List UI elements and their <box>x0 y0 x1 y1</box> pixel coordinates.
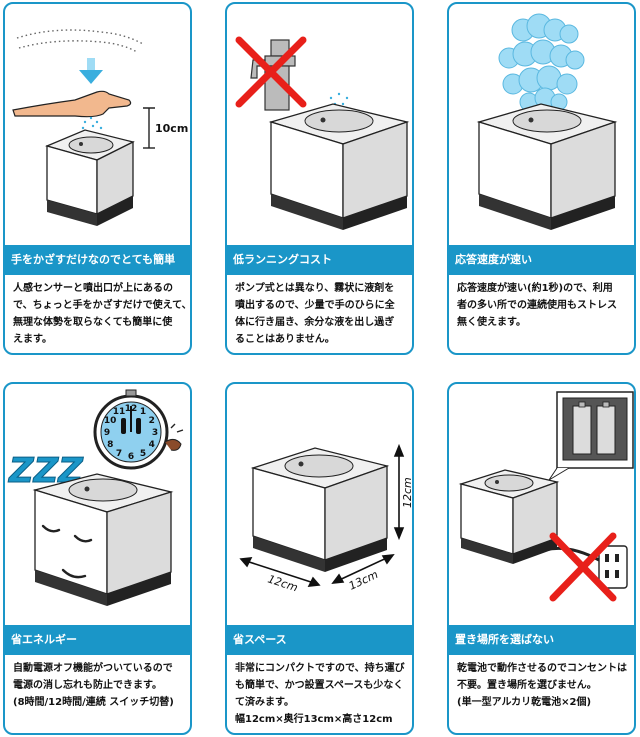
clock-number: 1 <box>140 407 146 417</box>
dispenser-device <box>45 129 135 226</box>
depth-label: 13cm <box>347 568 380 593</box>
hand-sensor-illustration: 10cm <box>12 29 188 226</box>
panel-easy-use: 10cm 手をかざすだけなのでとても簡単 人感センサーと噴出口が上にあるの で、… <box>3 2 192 355</box>
panel-title: 省エネルギー <box>5 625 190 655</box>
panel-description: 人感センサーと噴出口が上にあるの で、ちょっと手をかざすだけで使えて、 無理な体… <box>13 283 192 345</box>
width-label: 12cm <box>266 572 299 594</box>
panel-low-cost: 低ランニングコスト ポンプ式とは異なり、霧状に液剤を 噴出するので、少量で手のひ… <box>225 2 414 355</box>
dimension-arrows <box>239 443 405 587</box>
height-dimension <box>143 107 155 149</box>
sleeping-face <box>41 524 93 579</box>
down-arrow-icon <box>79 58 103 84</box>
panel-title: 省スペース <box>227 625 412 655</box>
dispenser-device <box>458 469 560 564</box>
clock-number: 3 <box>152 428 158 438</box>
dispenser-device <box>476 103 618 230</box>
dispenser-device <box>268 103 410 230</box>
mist-cloud-illustration <box>476 13 618 230</box>
clock-number: 4 <box>149 440 155 450</box>
panel-title: 応答速度が速い <box>449 245 634 275</box>
dispenser-device <box>32 473 174 606</box>
clock-number: 5 <box>140 449 146 459</box>
height-label: 12cm <box>401 477 412 508</box>
cross-icon <box>549 532 617 602</box>
cross-icon <box>235 36 307 108</box>
clock-number: 7 <box>116 449 122 459</box>
panel-any-location: 置き場所を選ばない 乾電池で動作させるのでコンセントは 不要。置き場所を選びませ… <box>447 382 636 735</box>
panel-title: 低ランニングコスト <box>227 245 412 275</box>
no-pump-illustration <box>235 36 410 230</box>
panel-title: 手をかざすだけなのでとても簡単 <box>5 245 190 275</box>
clock-number: 10 <box>104 416 117 426</box>
panel-description: ポンプ式とは異なり、霧状に液剤を 噴出するので、少量で手のひらに全 体に行き届き… <box>235 283 395 345</box>
clock-number: 6 <box>128 452 134 462</box>
panel-space-saving: 12cm 13cm 12cm 省スペース 非常にコンパクトですので、持ち運び も… <box>225 382 414 735</box>
clock-icon: 121234567891011 <box>93 389 184 470</box>
panel-description: 乾電池で動作させるのでコンセントは 不要。置き場所を選びません。 (単一型アルカ… <box>457 663 627 708</box>
dimensions-illustration: 12cm 13cm 12cm <box>239 443 412 594</box>
panel-description: 自動電源オフ機能がついているので 電源の消し忘れも防止できます。 (8時間/12… <box>13 663 174 708</box>
battery-compartment-icon <box>548 391 634 481</box>
dimension-label: 10cm <box>155 122 188 135</box>
motion-trail <box>16 29 144 53</box>
panel-description: 応答速度が速い(約1秒)ので、利用 者の多い所での連続使用もストレス 無く使えま… <box>457 283 617 328</box>
panel-title: 置き場所を選ばない <box>449 625 634 655</box>
panel-description: 非常にコンパクトですので、持ち運び も簡単で、かつ設置スペースも少なく て済みま… <box>235 663 405 725</box>
hand-icon <box>12 90 132 118</box>
clock-number: 8 <box>107 440 113 450</box>
panel-energy-saving: ZZZ 121234567891011 <box>3 382 192 735</box>
clock-number: 9 <box>104 428 110 438</box>
battery-illustration <box>458 391 634 602</box>
panel-fast-response: 応答速度が速い 応答速度が速い(約1秒)ので、利用 者の多い所での連続使用もスト… <box>447 2 636 355</box>
dispenser-device <box>250 447 390 572</box>
sleeping-device-illustration: ZZZ 121234567891011 <box>8 389 184 606</box>
clock-number: 2 <box>149 416 155 426</box>
clock-number: 11 <box>113 407 126 417</box>
mist-cloud-icon <box>498 13 585 112</box>
